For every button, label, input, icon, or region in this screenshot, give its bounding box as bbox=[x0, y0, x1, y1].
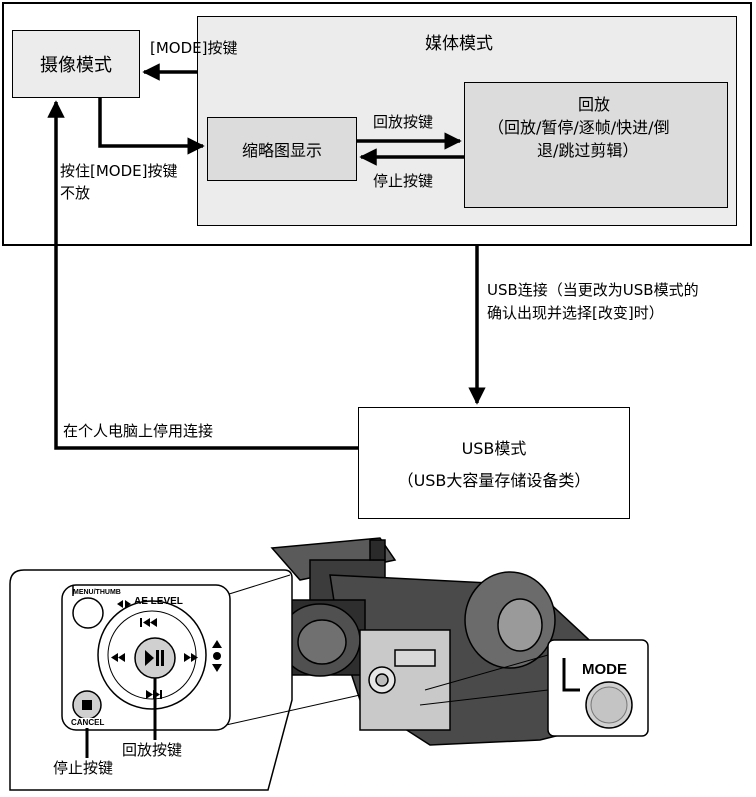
dial-glyphs bbox=[111, 600, 222, 699]
hold-mode-label-line1: 按住[MODE]按键 bbox=[60, 162, 178, 180]
diagram-frame bbox=[2, 2, 752, 246]
mode-button-label: [MODE]按键 bbox=[150, 39, 238, 57]
usb-mode-box: USB模式 （USB大容量存储设备类） bbox=[358, 407, 630, 519]
usb-connect-label-line2: 确认出现并选择[改变]时） bbox=[487, 304, 664, 322]
stop-button-label: 停止按键 bbox=[373, 172, 434, 190]
playback-detail-line1: （回放/暂停/逐帧/快进/倒 bbox=[488, 118, 670, 137]
arrow-camera-to-thumbnail bbox=[98, 98, 205, 155]
stop-callout-label: 停止按键 bbox=[53, 759, 114, 777]
playback-callout-label: 回放按键 bbox=[122, 741, 183, 759]
usb-connect-label-line1: USB连接（当更改为USB模式的 bbox=[487, 281, 699, 299]
playback-box bbox=[464, 82, 728, 208]
thumbnail-display-box: 缩略图显示 bbox=[207, 117, 357, 181]
playback-button-label: 回放按键 bbox=[373, 113, 434, 131]
camera-mode-box: 摄像模式 bbox=[12, 30, 140, 98]
menu-thumb-label: MENU/THUMB bbox=[73, 589, 121, 596]
media-mode-label: 媒体模式 bbox=[425, 34, 493, 54]
arrow-usb-to-camera bbox=[47, 100, 358, 450]
ae-level-label: AE LEVEL bbox=[134, 596, 183, 607]
cancel-label: CANCEL bbox=[71, 718, 105, 728]
usb-mode-detail: （USB大容量存储设备类） bbox=[397, 471, 591, 490]
camera-mode-label: 摄像模式 bbox=[40, 55, 112, 76]
thumbnail-display-label: 缩略图显示 bbox=[241, 141, 322, 160]
menu-thumb-button bbox=[72, 597, 104, 629]
playback-title: 回放 bbox=[578, 95, 611, 114]
pc-stop-label: 在个人电脑上停用连接 bbox=[63, 422, 214, 440]
mode-label: MODE bbox=[582, 661, 627, 678]
play-pause-button bbox=[134, 637, 176, 679]
usb-mode-label: USB模式 bbox=[461, 439, 527, 458]
playback-detail-line2: 退/跳过剪辑） bbox=[537, 141, 639, 160]
hold-mode-label-line2: 不放 bbox=[60, 184, 91, 202]
